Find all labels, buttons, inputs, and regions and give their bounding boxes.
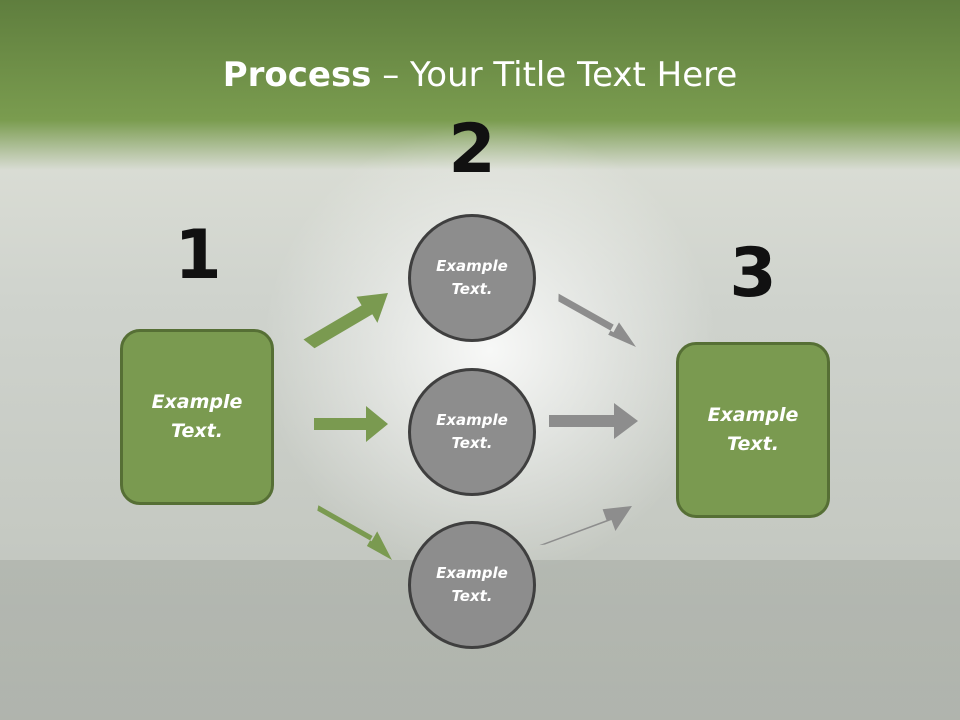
arrow-left-to-bottom (317, 505, 392, 560)
right-step-box: Example Text. (676, 342, 830, 518)
circle-bottom: Example Text. (408, 521, 536, 649)
arrow-left-to-top (303, 293, 388, 349)
circle-top-text: Example Text. (436, 257, 508, 298)
step-number-1: 1 (174, 216, 222, 295)
step-number-2: 2 (448, 110, 496, 189)
slide-title: Process – Your Title Text Here (0, 52, 960, 98)
arrow-middle-to-right (549, 403, 638, 439)
arrow-bottom-to-right (539, 506, 632, 546)
arrow-left-to-middle (314, 406, 388, 442)
step-number-3: 3 (729, 234, 777, 313)
circle-middle-text: Example Text. (436, 411, 508, 452)
right-step-box-text: Example Text. (707, 404, 799, 455)
circle-bottom-text: Example Text. (436, 564, 508, 605)
arrow-top-to-right (558, 293, 636, 347)
sky-glow-background (260, 120, 720, 580)
left-step-box-text: Example Text. (151, 391, 243, 442)
circle-middle: Example Text. (408, 368, 536, 496)
title-bold: Process (222, 55, 372, 95)
title-rest: – Your Title Text Here (371, 55, 738, 95)
circle-top: Example Text. (408, 214, 536, 342)
left-step-box: Example Text. (120, 329, 274, 505)
